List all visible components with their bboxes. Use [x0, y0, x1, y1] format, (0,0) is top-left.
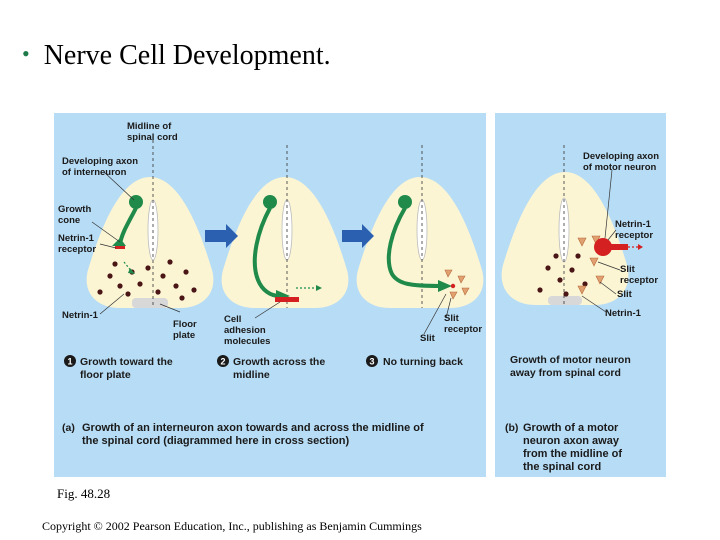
label-netrin-b: Netrin-1: [605, 308, 642, 319]
bullet: •: [22, 41, 30, 66]
floor-plate: [132, 298, 168, 308]
label-dev-axon-motor: Developing axon: [583, 151, 659, 162]
label-netrin-receptor: Netrin-1: [58, 233, 95, 244]
caption-b-line4: the spinal cord: [523, 461, 601, 473]
caption-b-line3: from the midline of: [523, 448, 622, 460]
label-dev-axon-motor-2: of motor neuron: [583, 162, 657, 173]
label-netrin-receptor-b-2: receptor: [615, 230, 653, 241]
label-floor-plate-2: plate: [173, 330, 195, 341]
step-1-line2: floor plate: [80, 369, 131, 381]
label-midline: Midline of: [127, 121, 172, 132]
step-3-line1: No turning back: [383, 356, 463, 368]
label-cam-2: adhesion: [224, 325, 266, 336]
cell-adhesion-molecules: [275, 297, 299, 302]
leader-lines: [91, 169, 621, 335]
step-1-line1: Growth toward the: [80, 356, 173, 368]
label-cam: Cell: [224, 314, 241, 325]
step-1-num: 1: [67, 357, 72, 367]
caption-a-line1: Growth of an interneuron axon towards an…: [82, 422, 424, 434]
label-dev-axon-inter-2: of interneuron: [62, 167, 127, 178]
label-netrin-left: Netrin-1: [62, 310, 99, 321]
label-netrin-receptor-b: Netrin-1: [615, 219, 652, 230]
title-text: Nerve Cell Development.: [43, 40, 331, 71]
label-floor-plate: Floor: [173, 319, 197, 330]
caption-b-tag: (b): [505, 422, 518, 434]
figure-caption: Fig. 48.28: [57, 486, 111, 501]
step-2: 2 Growth across the midline: [217, 355, 325, 381]
motor-neuron-axon: [537, 235, 643, 297]
label-netrin-receptor-2: receptor: [58, 244, 96, 255]
step-1: 1 Growth toward the floor plate: [64, 355, 173, 381]
caption-a-line2: the spinal cord (diagrammed here in cros…: [82, 435, 349, 447]
midline-lines: [152, 140, 565, 308]
motor-step-line2: away from spinal cord: [510, 367, 621, 379]
step-2-line1: Growth across the: [233, 356, 325, 368]
label-slit-a: Slit: [420, 333, 436, 344]
spinal-cord-1: [86, 177, 214, 308]
label-growth-cone-2: cone: [58, 215, 80, 226]
interneuron-axon-1: [112, 195, 143, 274]
step-3-num: 3: [369, 357, 374, 367]
label-growth-cone: Growth: [58, 204, 91, 215]
interneuron-axon-3: [386, 195, 470, 300]
step-2-num: 2: [220, 357, 225, 367]
label-cam-3: molecules: [224, 336, 270, 347]
interneuron-axon-2: [252, 195, 322, 302]
label-midline-2: spinal cord: [127, 132, 178, 143]
copyright-notice: Copyright © 2002 Pearson Education, Inc.…: [42, 519, 422, 533]
caption-b-line2: neuron axon away: [523, 435, 620, 447]
label-slit-receptor-2: receptor: [444, 324, 482, 335]
motor-step-line1: Growth of motor neuron: [510, 354, 631, 366]
step-3: 3 No turning back: [366, 355, 463, 368]
label-dev-axon-inter: Developing axon: [62, 156, 138, 167]
caption-b-line1: Growth of a motor: [523, 422, 619, 434]
caption-a-tag: (a): [62, 422, 75, 434]
label-slit-receptor-b-2: receptor: [620, 275, 658, 286]
step-2-line2: midline: [233, 369, 270, 381]
label-slit-receptor-b: Slit: [620, 264, 636, 275]
slide-title: • Nerve Cell Development.: [22, 40, 331, 72]
label-slit-receptor: Slit: [444, 313, 460, 324]
label-slit-b: Slit: [617, 289, 633, 300]
process-arrows: [205, 224, 374, 248]
